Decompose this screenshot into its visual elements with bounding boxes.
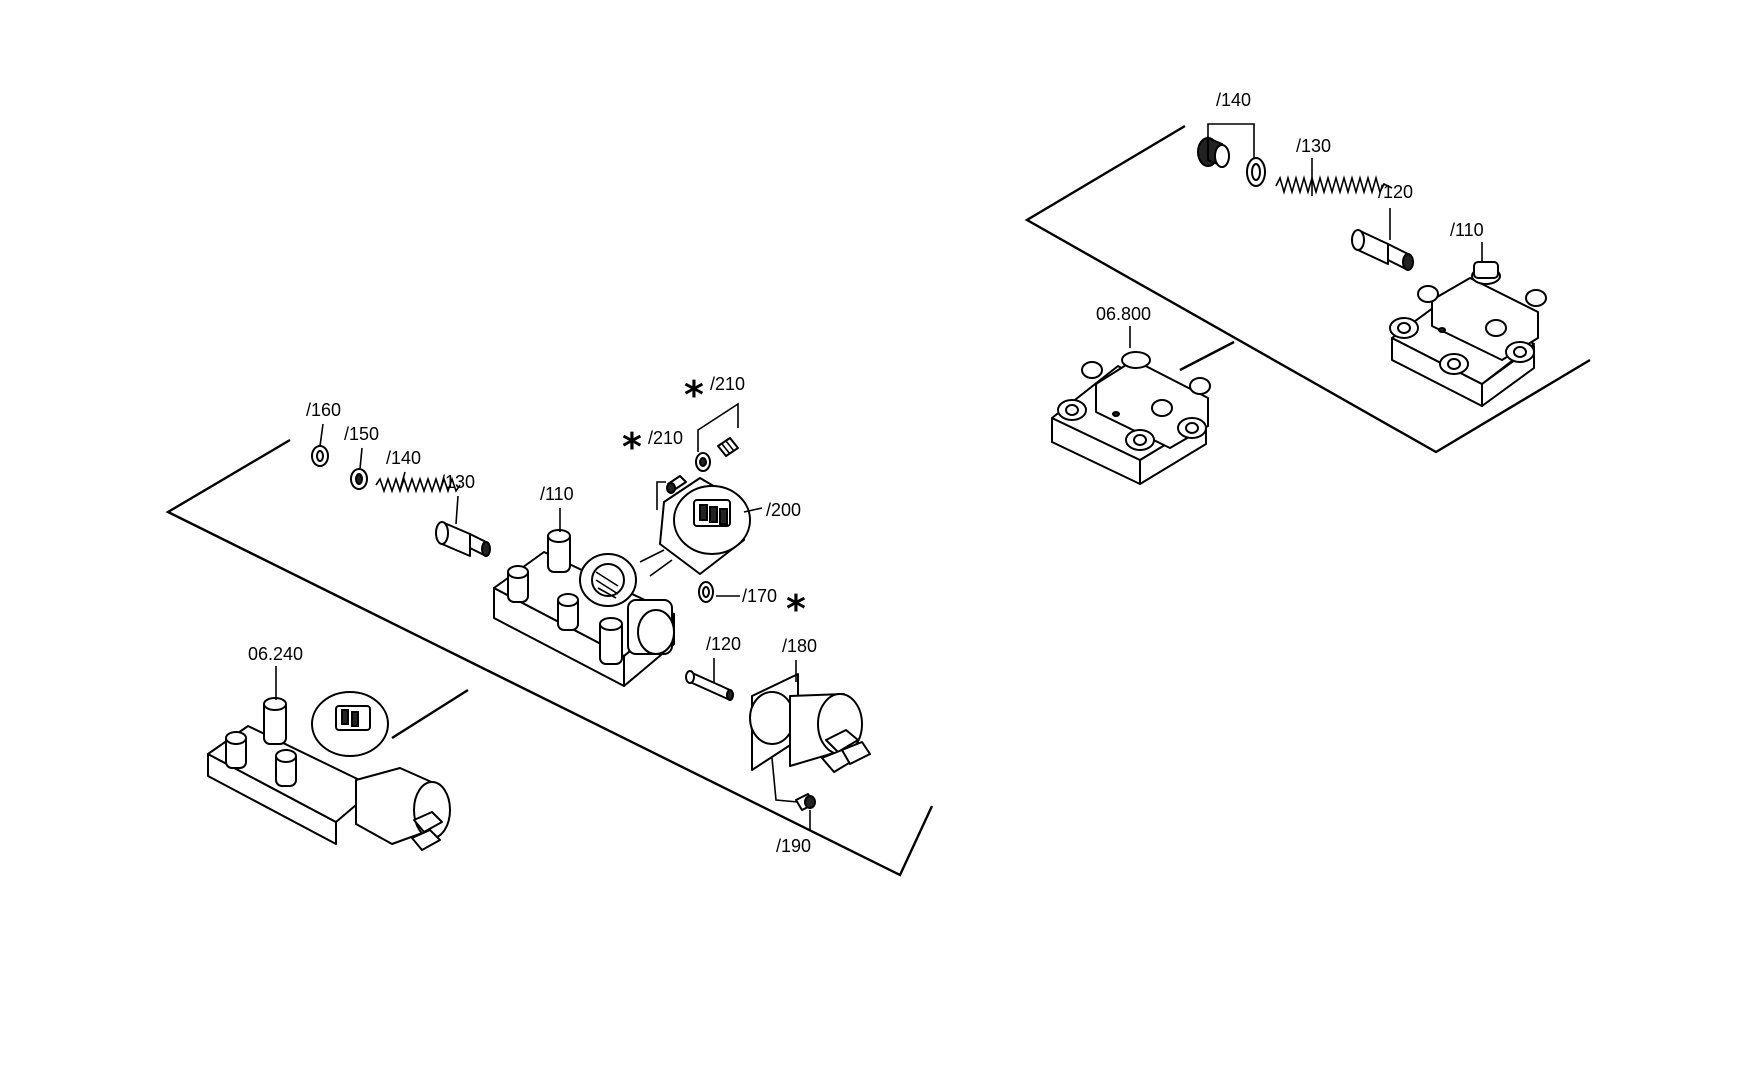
right-spring-130: [1275, 175, 1393, 195]
callout-left-130: /130: [440, 472, 475, 492]
right-cap-140: [1197, 136, 1230, 168]
left-assembled-unit-06240: [207, 691, 451, 851]
callout-right-140: /140: [1216, 90, 1251, 110]
right-leader-140: [1207, 123, 1255, 158]
left-screw-210-a: [666, 475, 687, 494]
right-ring-140: [1246, 157, 1266, 187]
left-leader-150: [359, 447, 363, 470]
callout-left-assembly: 06.240: [248, 644, 303, 664]
left-piston-130: [435, 521, 491, 557]
left-screw-190: [795, 793, 816, 811]
callout-left-180: /180: [782, 636, 817, 656]
left-leader-160: [319, 423, 324, 447]
left-washer-150: [350, 468, 368, 490]
left-leader-210b: [697, 402, 739, 452]
callout-left-190: /190: [776, 836, 811, 856]
left-assembly-group: /160 /150 /140 /130 /110 * /210 * /210 /…: [165, 373, 934, 877]
right-piston-120: [1351, 229, 1414, 271]
left-spring-140: [375, 476, 461, 494]
left-leader-190-a: [771, 757, 799, 803]
callout-left-200: /200: [766, 500, 801, 520]
callout-left-150: /150: [344, 424, 379, 444]
left-leader-210a: [656, 481, 666, 510]
callout-left-210-a: /210: [648, 428, 683, 448]
left-screw-210-b: [695, 437, 739, 472]
right-leader-assembly: [1179, 340, 1235, 372]
asterisk-marker-210-b: *: [684, 373, 704, 417]
callout-right-130: /130: [1296, 136, 1331, 156]
left-solenoid-180: [749, 673, 871, 773]
callout-right-110: /110: [1450, 220, 1484, 240]
left-leader-140: [399, 471, 406, 491]
callout-left-120: /120: [706, 634, 741, 654]
left-pin-120: [685, 670, 734, 701]
left-leader-200: [743, 507, 763, 513]
callout-left-140: /140: [386, 448, 421, 468]
asterisk-marker-210-a: *: [622, 425, 642, 469]
left-oring-170: [698, 581, 714, 603]
callout-left-110: /110: [540, 484, 574, 504]
left-base-plane: [165, 438, 934, 877]
left-valve-body-110: [493, 529, 675, 687]
callout-left-170: /170: [742, 586, 777, 606]
right-assembly-group: /140 /130 /120 /110 06.800: [1024, 90, 1591, 485]
right-cover-110: [1389, 261, 1547, 407]
left-solenoid-200: [639, 477, 751, 577]
asterisk-marker-170: *: [786, 587, 806, 631]
callout-right-assembly: 06.800: [1096, 304, 1151, 324]
left-retaining-ring-160: [311, 445, 329, 467]
callout-left-210-b: /210: [710, 374, 745, 394]
callout-right-120: /120: [1378, 182, 1413, 202]
left-leader-assembly: [391, 688, 469, 740]
right-base-plane: [1024, 124, 1591, 454]
right-assembled-unit-06800: [1051, 351, 1211, 485]
callout-left-160: /160: [306, 400, 341, 420]
left-leader-130: [455, 495, 459, 525]
